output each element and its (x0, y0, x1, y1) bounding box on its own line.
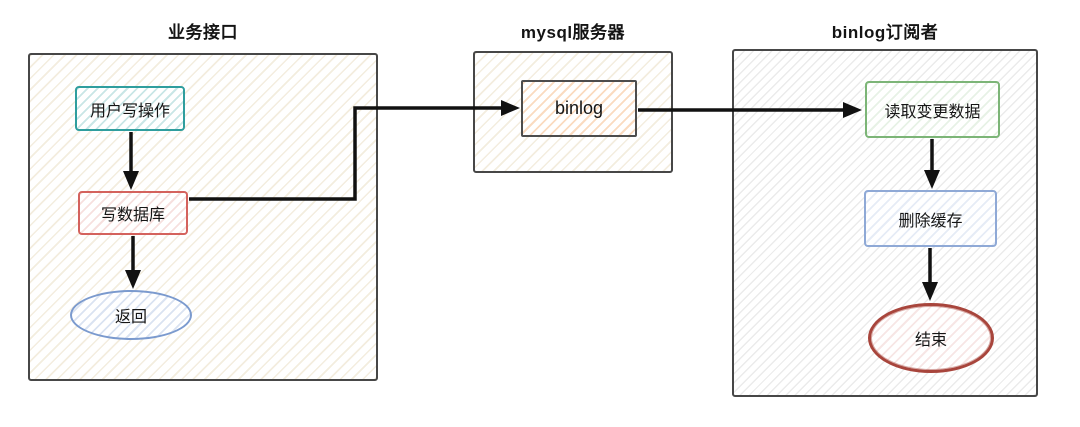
node-label: 写数据库 (100, 207, 165, 224)
node-label: binlog (554, 98, 604, 118)
node-end: 结束 (868, 303, 994, 373)
node-label: 读取变更数据 (884, 103, 981, 121)
node-label: 删除缓存 (898, 212, 963, 230)
node-return: 返回 (70, 290, 192, 340)
node-label: 用户写操作 (89, 102, 170, 120)
node-label: 返回 (114, 309, 147, 326)
group-title-mysql-server: mysql服务器 (520, 23, 626, 42)
group-title-business-api: 业务接口 (168, 23, 238, 42)
node-binlog: binlog (521, 80, 637, 137)
node-read-change-data: 读取变更数据 (865, 81, 1000, 138)
node-delete-cache: 删除缓存 (864, 190, 997, 247)
node-write-database: 写数据库 (78, 191, 188, 235)
node-user-write-operation: 用户写操作 (75, 86, 185, 131)
group-title-binlog-subscriber: binlog订阅者 (831, 23, 939, 42)
node-label: 结束 (914, 332, 947, 349)
